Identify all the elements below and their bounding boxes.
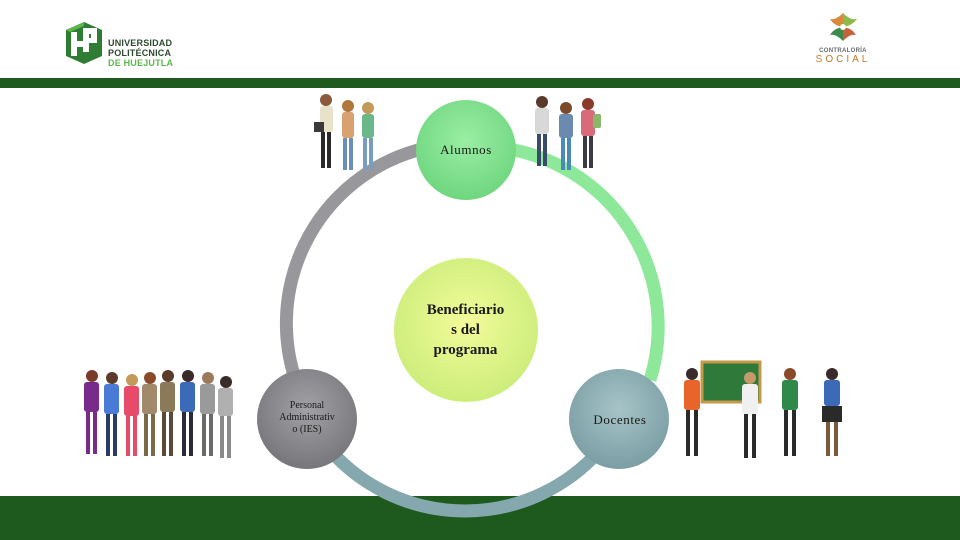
- administrative-staff-illustration: [84, 370, 233, 458]
- contraloria-logo: CONTRALORÍA SOCIAL: [806, 10, 880, 72]
- hp-logo-icon: [66, 22, 102, 64]
- cycle-arc-green: [512, 143, 665, 382]
- cycle-arc-gray: [279, 143, 420, 395]
- university-name-line2: POLITÉCNICA: [108, 48, 172, 58]
- center-label-line3: programa: [433, 342, 498, 358]
- personal-label-line3: o (IES): [292, 424, 322, 435]
- node-label-center: Beneficiario s del programa: [408, 290, 523, 370]
- teachers-group-illustration: [684, 360, 842, 458]
- university-name-line1: UNIVERSIDAD: [108, 38, 173, 48]
- header-divider-bar: [0, 78, 960, 88]
- node-personal: [257, 369, 357, 469]
- node-alumnos: [416, 100, 516, 200]
- center-label-line2: s del: [451, 322, 480, 338]
- students-group-illustration-right: [535, 96, 601, 170]
- students-group-illustration: [314, 94, 374, 170]
- personal-label-line2: Administrativ: [279, 412, 335, 423]
- contraloria-line1: CONTRALORÍA: [819, 48, 867, 54]
- node-label-personal: Personal Administrativ o (IES): [268, 386, 346, 450]
- footer-bar: [0, 496, 960, 540]
- node-center: [394, 258, 538, 402]
- node-label-docentes: Docentes: [593, 412, 647, 427]
- cycle-arc-teal: [325, 445, 605, 518]
- university-logo: UNIVERSIDAD POLITÉCNICA DE HUEJUTLA: [62, 18, 202, 70]
- node-docentes: [569, 369, 669, 469]
- personal-label-line1: Personal: [289, 400, 325, 411]
- center-label-line1: Beneficiario: [426, 302, 505, 318]
- node-label-alumnos: Alumnos: [440, 142, 492, 157]
- university-name-line3: DE HUEJUTLA: [108, 58, 174, 68]
- contraloria-emblem-icon: [830, 13, 857, 41]
- contraloria-line2: SOCIAL: [815, 54, 871, 65]
